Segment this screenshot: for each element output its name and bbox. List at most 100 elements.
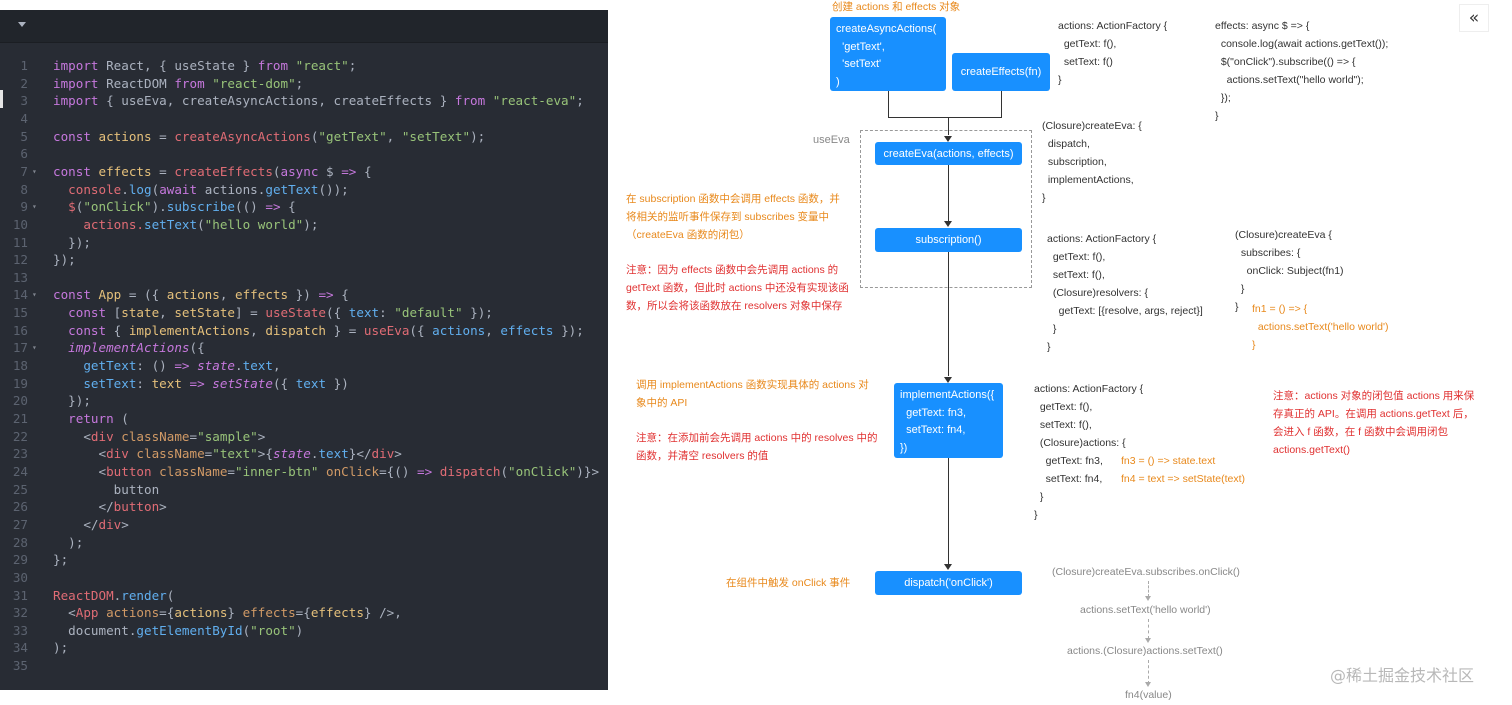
line-number: 33 xyxy=(12,622,28,638)
line-number: 29 xyxy=(12,552,28,568)
code-text: ); xyxy=(53,640,69,656)
call-chain-step-1: (Closure)createEva.subscribes.onClick() xyxy=(1052,566,1240,578)
code-text: import { useEva, createAsyncActions, cre… xyxy=(53,93,584,109)
subscription-box: subscription() xyxy=(875,228,1022,252)
implement-actions-box: implementActions({ getText: fn3, setText… xyxy=(894,383,1003,458)
code-text: $("onClick").subscribe(() => { xyxy=(53,199,296,215)
code-line: 13 xyxy=(0,269,608,287)
code-line: 20 }); xyxy=(0,392,608,410)
connector xyxy=(888,117,1002,118)
code-text: const effects = createEffects(async $ =>… xyxy=(53,163,372,179)
code-text: return ( xyxy=(53,411,129,426)
closure-create-eva-subscribes: (Closure)createEva { subscribes: { onCli… xyxy=(1235,229,1344,313)
line-number: 19 xyxy=(12,375,28,391)
fold-arrow-icon[interactable]: ▾ xyxy=(32,343,37,353)
line-number: 7 xyxy=(20,163,28,179)
line-number: 27 xyxy=(12,516,28,532)
code-line: 32 <App actions={actions} effects={effec… xyxy=(0,604,608,622)
code-text: document.getElementById("root") xyxy=(53,622,304,638)
code-line: 4 xyxy=(0,110,608,128)
code-line: 7 ▾ const effects = createEffects(async $ … xyxy=(0,163,608,181)
fold-arrow-icon[interactable]: ▾ xyxy=(32,166,37,176)
closure-actions-note: 注意：actions 对象的闭包值 actions 用来保 存真正的 API。在… xyxy=(1273,390,1475,456)
line-number: 9 xyxy=(20,199,28,215)
line-number: 1 xyxy=(20,58,28,73)
actions-factory-initial: actions: ActionFactory { getText: f(), s… xyxy=(1058,20,1168,86)
code-text: implementActions({ xyxy=(53,340,205,356)
line-number: 30 xyxy=(12,569,28,585)
code-text: import React, { useState } from "react"; xyxy=(53,58,357,73)
code-text: import ReactDOM from "react-dom"; xyxy=(53,75,304,91)
code-line: 10 actions.setText("hello world"); xyxy=(0,216,608,234)
code-text: }; xyxy=(53,552,69,568)
code-text: ReactDOM.render( xyxy=(53,587,175,603)
top-title: 创建 actions 和 effects 对象 xyxy=(832,1,961,13)
code-text: const { implementActions, dispatch } = u… xyxy=(53,322,584,338)
call-chain-step-3: actions.(Closure)actions.setText() xyxy=(1067,645,1223,657)
code-line: 18 getText: () => state.text, xyxy=(0,357,608,375)
create-effects-box: createEffects(fn) xyxy=(952,53,1050,91)
code-line: 2 import ReactDOM from "react-dom"; xyxy=(0,75,608,93)
line-number: 4 xyxy=(20,110,28,126)
line-number: 25 xyxy=(12,481,28,497)
line-number: 2 xyxy=(20,75,28,91)
line-number: 6 xyxy=(20,146,28,162)
dotted-connector xyxy=(1148,619,1149,639)
code-line: 8 console.log(await actions.getText()); xyxy=(0,181,608,199)
code-line: 33 document.getElementById("root") xyxy=(0,622,608,640)
line-number: 16 xyxy=(12,322,28,338)
code-line: 25 button xyxy=(0,481,608,499)
arrow-head xyxy=(944,221,952,227)
actions-factory-resolvers: actions: ActionFactory { getText: f(), s… xyxy=(1047,233,1203,353)
code-text: <button className="inner-btn" onClick={(… xyxy=(53,463,600,479)
connector xyxy=(948,165,949,221)
line-number: 13 xyxy=(12,269,28,285)
fold-arrow-icon[interactable]: ▾ xyxy=(32,290,37,300)
code-text: }); xyxy=(53,393,91,409)
code-editor: 1 import React, { useState } from "react"… xyxy=(0,10,608,690)
code-text: const [state, setState] = useState({ tex… xyxy=(53,305,493,321)
line-number: 14 xyxy=(12,287,28,303)
chevron-down-icon[interactable] xyxy=(18,22,26,27)
connector xyxy=(948,458,949,564)
code-line: 6 xyxy=(0,145,608,163)
code-line: 27 </div> xyxy=(0,516,608,534)
code-line: 15 const [state, setState] = useState({ … xyxy=(0,304,608,322)
arrow-head xyxy=(1145,596,1151,601)
line-number: 21 xyxy=(12,411,28,426)
line-number: 22 xyxy=(12,428,28,444)
line-number: 8 xyxy=(20,181,28,197)
line-number: 17 xyxy=(12,340,28,356)
code-text: actions.setText("hello world"); xyxy=(53,216,319,232)
subscription-warning: 注意：因为 effects 函数中会先调用 actions 的 getText … xyxy=(626,264,849,312)
code-text: const actions = createAsyncActions("getT… xyxy=(53,128,486,144)
active-line-marker xyxy=(0,90,3,108)
line-number: 18 xyxy=(12,358,28,374)
connector xyxy=(1001,91,1002,117)
arrow-head xyxy=(1145,638,1151,643)
dispatch-box: dispatch('onClick') xyxy=(875,571,1022,595)
line-number: 10 xyxy=(12,216,28,232)
code-text: getText: () => state.text, xyxy=(53,358,281,374)
code-text: button xyxy=(53,481,160,497)
code-line: 30 xyxy=(0,569,608,587)
line-number: 23 xyxy=(12,446,28,462)
line-number: 34 xyxy=(12,640,28,656)
fn3-fn4-code: fn3 = () => state.text fn4 = text => set… xyxy=(1121,455,1246,485)
use-eva-scope-box xyxy=(860,130,1032,288)
code-line: 26 </button> xyxy=(0,498,608,516)
double-chevron-left-icon: « xyxy=(1468,8,1480,28)
code-line: 16 const { implementActions, dispatch } … xyxy=(0,322,608,340)
line-number: 26 xyxy=(12,499,28,515)
fold-arrow-icon[interactable]: ▾ xyxy=(32,202,37,212)
code-text: }); xyxy=(53,234,91,250)
subscription-note: 在 subscription 函数中会调用 effects 函数，并 将相关的监… xyxy=(626,193,840,241)
connector xyxy=(888,91,889,117)
closure-create-eva-initial: (Closure)createEva: { dispatch, subscrip… xyxy=(1042,120,1142,204)
create-async-actions-box: createAsyncActions( 'getText', 'setText'… xyxy=(830,17,946,91)
collapse-panel-button[interactable]: « xyxy=(1459,4,1489,32)
code-line: 19 setText: text => setState({ text }) xyxy=(0,375,608,393)
line-number: 11 xyxy=(12,234,28,250)
